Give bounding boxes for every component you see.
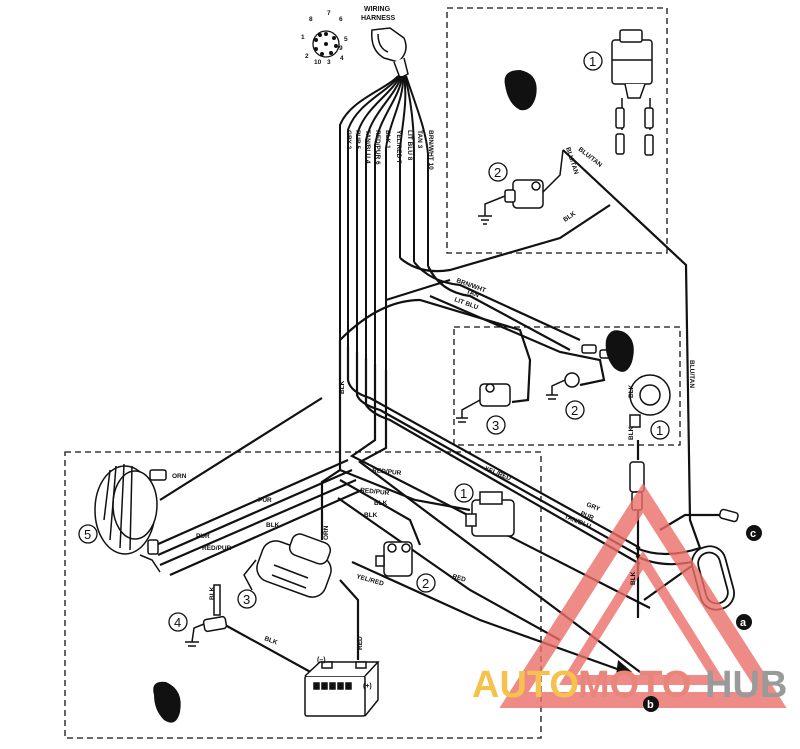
- callout-low-2: 2: [422, 576, 429, 591]
- starter-solenoid-2: [375, 541, 413, 577]
- black-blob-middle: [605, 330, 634, 372]
- watermark-text-hub: HUB: [705, 664, 787, 706]
- svg-text:RED/PUR 6: RED/PUR 6: [374, 130, 381, 165]
- label-red-pur-mid2: RED/PUR: [360, 487, 390, 497]
- label-blk-sensor2: BLK: [628, 426, 635, 440]
- pin-label-6: 6: [339, 16, 343, 23]
- label-red-pur-alt: RED/PUR: [202, 545, 232, 552]
- pin-label-1: 1: [301, 34, 305, 41]
- box-middle-right: [453, 326, 681, 446]
- label-blk-alt-side: BLK: [209, 586, 216, 600]
- label-gry: GRY: [585, 501, 601, 513]
- callout-low-4: 4: [174, 615, 181, 630]
- battery: [304, 661, 380, 717]
- label-blk-harness: BLK: [339, 380, 346, 394]
- harness-title-line1: WIRING: [364, 6, 391, 13]
- connector-a-label: a: [740, 617, 747, 629]
- pin-label-10: 10: [314, 59, 322, 66]
- watermark-text-moto: MOTO: [578, 664, 691, 706]
- connector-badges: [643, 525, 762, 712]
- label-orn-starter: ORN: [323, 525, 330, 540]
- callout-low-1: 1: [460, 486, 467, 501]
- harness-plug: [371, 27, 409, 80]
- harness-wire-labels: GRY 2 PUR 5 TAN/BLU 4 RED/PUR 6 BLK 1 YE…: [345, 130, 434, 170]
- battery-negative-label: (–): [317, 657, 326, 664]
- callout-low-3: 3: [243, 592, 250, 607]
- callout-mid-1: 1: [656, 423, 663, 438]
- label-pur-low: PUR: [196, 533, 210, 540]
- watermark-logo: [499, 483, 787, 708]
- label-blk-battery: BLK: [263, 635, 278, 646]
- svg-text:LIT BLU 8: LIT BLU 8: [406, 130, 413, 161]
- callout-top-1: 1: [589, 54, 596, 69]
- label-red-battery: RED: [357, 636, 364, 650]
- callout-numbers: 1 2 2 3 1 1 2 3 4 5: [84, 54, 663, 630]
- label-blk-mid2: BLK: [364, 512, 378, 519]
- pin-label-8: 8: [309, 16, 313, 23]
- svg-text:BLK 1: BLK 1: [384, 130, 391, 149]
- label-pur: PUR: [258, 497, 272, 504]
- callout-mid-2: 2: [571, 403, 578, 418]
- pin-label-3: 3: [327, 59, 331, 66]
- label-blk-alt: BLK: [266, 522, 280, 529]
- middle-sender-3: [456, 383, 511, 423]
- label-red-mid: RED: [451, 573, 466, 584]
- connector-c-label: c: [750, 528, 756, 540]
- label-pur-right: PUR: [579, 510, 595, 522]
- svg-text:TAN 3: TAN 3: [416, 130, 423, 149]
- pin-label-5: 5: [344, 36, 348, 43]
- callout-mid-3: 3: [492, 418, 499, 433]
- box-bottom-left: [64, 451, 542, 739]
- watermark-triangle-inner: [558, 550, 728, 685]
- svg-text:BRN/WHT 10: BRN/WHT 10: [427, 130, 434, 170]
- pin-label-2: 2: [305, 53, 309, 60]
- label-blk-sensor: BLK: [628, 384, 635, 398]
- label-blk-mid: BLK: [374, 500, 388, 507]
- pin-label-7: 7: [327, 10, 331, 17]
- svg-text:TAN/BLU 4: TAN/BLU 4: [364, 130, 371, 164]
- svg-text:PUR 5: PUR 5: [354, 130, 361, 150]
- top-sensor: [478, 149, 564, 225]
- pin-label-9: 9: [339, 45, 343, 52]
- watermark-triangle: [499, 483, 787, 708]
- label-orn: ORN: [172, 473, 187, 480]
- watermark-text-auto: AUTO: [472, 664, 579, 706]
- black-blob-bottom: [153, 681, 181, 723]
- connector-b-arrow: [616, 660, 632, 676]
- relay-1: [465, 491, 515, 537]
- starter-motor-3: [243, 533, 332, 598]
- connector-c-plug: [718, 508, 739, 523]
- label-blk-top: BLK: [562, 210, 577, 223]
- label-blu-tan-side: BLU/TAN: [688, 360, 695, 388]
- battery-positive-label: (+): [363, 683, 372, 690]
- wire-label-group: BLU/TAN BLU/TAN BLK BLU/TAN BRN/WHT TAN …: [172, 146, 695, 650]
- callouts: [78, 51, 670, 632]
- harness-title-line2: HARNESS: [361, 15, 396, 22]
- label-red-pur-mid: RED/PUR: [372, 467, 402, 477]
- black-blob-top: [504, 70, 537, 111]
- label-blk-right: BLK: [630, 571, 637, 585]
- callout-top-2: 2: [494, 165, 501, 180]
- box-top-right: [446, 7, 668, 254]
- svg-text:GRY 2: GRY 2: [345, 130, 352, 150]
- harness-pin-diagram: 7 6 5 4 3 10 2 1 8 9: [301, 10, 348, 66]
- svg-text:YEL/RED 7: YEL/RED 7: [395, 130, 402, 164]
- label-tan: TAN: [465, 288, 480, 299]
- alternator-5: [94, 463, 167, 573]
- dashed-boxes: [64, 7, 681, 739]
- middle-sensor-2: [546, 372, 580, 400]
- harness-wire-bundle: [339, 75, 429, 370]
- connector-b-label: b: [647, 699, 654, 711]
- callout-low-5: 5: [84, 527, 91, 542]
- sensor-4: [185, 584, 228, 647]
- pin-label-4: 4: [340, 55, 344, 62]
- fluid-reservoir: [611, 29, 654, 156]
